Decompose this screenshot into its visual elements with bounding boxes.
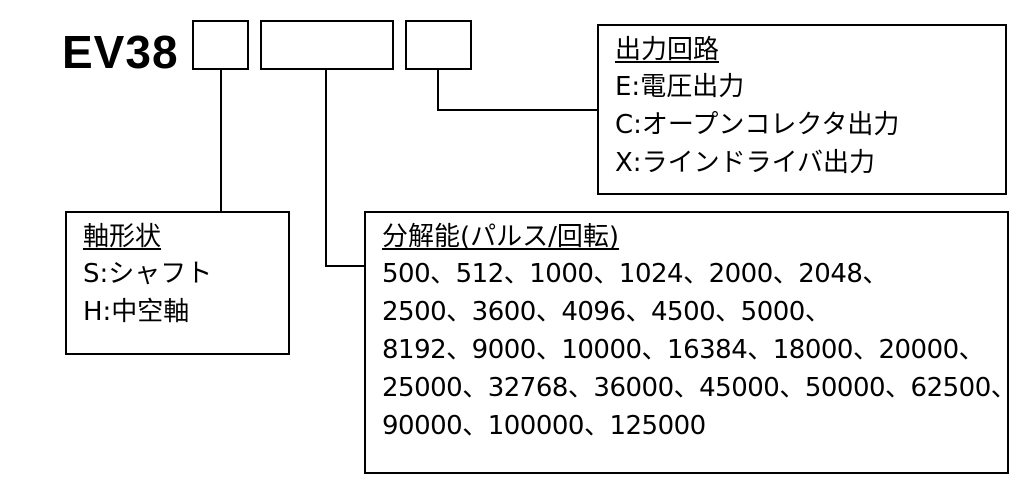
output-circuit-title: 出力回路	[615, 35, 720, 65]
resolution-line: 500、512、1000、1024、2000、2048、	[382, 259, 888, 289]
output-circuit-item: C:オープンコレクタ出力	[615, 110, 900, 140]
output-code-box	[405, 20, 472, 70]
shaft-shape-item: S:シャフト	[83, 259, 213, 289]
resolution-panel: 分解能(パルス/回転) 500、512、1000、1024、2000、2048、…	[364, 211, 1017, 474]
resolution-line: 2500、3600、4096、4500、5000、	[382, 297, 831, 327]
shaft-code-box	[192, 20, 249, 70]
resolution-line: 25000、32768、36000、45000、50000、62500、	[382, 373, 1017, 403]
shaft-shape-item: H:中空軸	[83, 297, 190, 327]
resolution-line: 8192、9000、10000、16384、18000、20000、	[382, 335, 985, 365]
shaft-shape-title: 軸形状	[83, 222, 162, 252]
output-circuit-panel: 出力回路 E:電圧出力 C:オープンコレクタ出力 X:ラインドライバ出力	[597, 24, 1007, 195]
model-name: EV38	[62, 26, 179, 78]
output-circuit-item: E:電圧出力	[615, 72, 745, 102]
resolution-title: 分解能(パルス/回転)	[382, 222, 620, 252]
connector-output	[437, 70, 597, 111]
resolution-code-box	[260, 20, 394, 70]
output-circuit-item: X:ラインドライバ出力	[615, 148, 876, 178]
connector-resolution	[325, 70, 364, 267]
resolution-line: 90000、100000、125000	[382, 411, 706, 441]
shaft-shape-panel: 軸形状 S:シャフト H:中空軸	[65, 211, 290, 355]
